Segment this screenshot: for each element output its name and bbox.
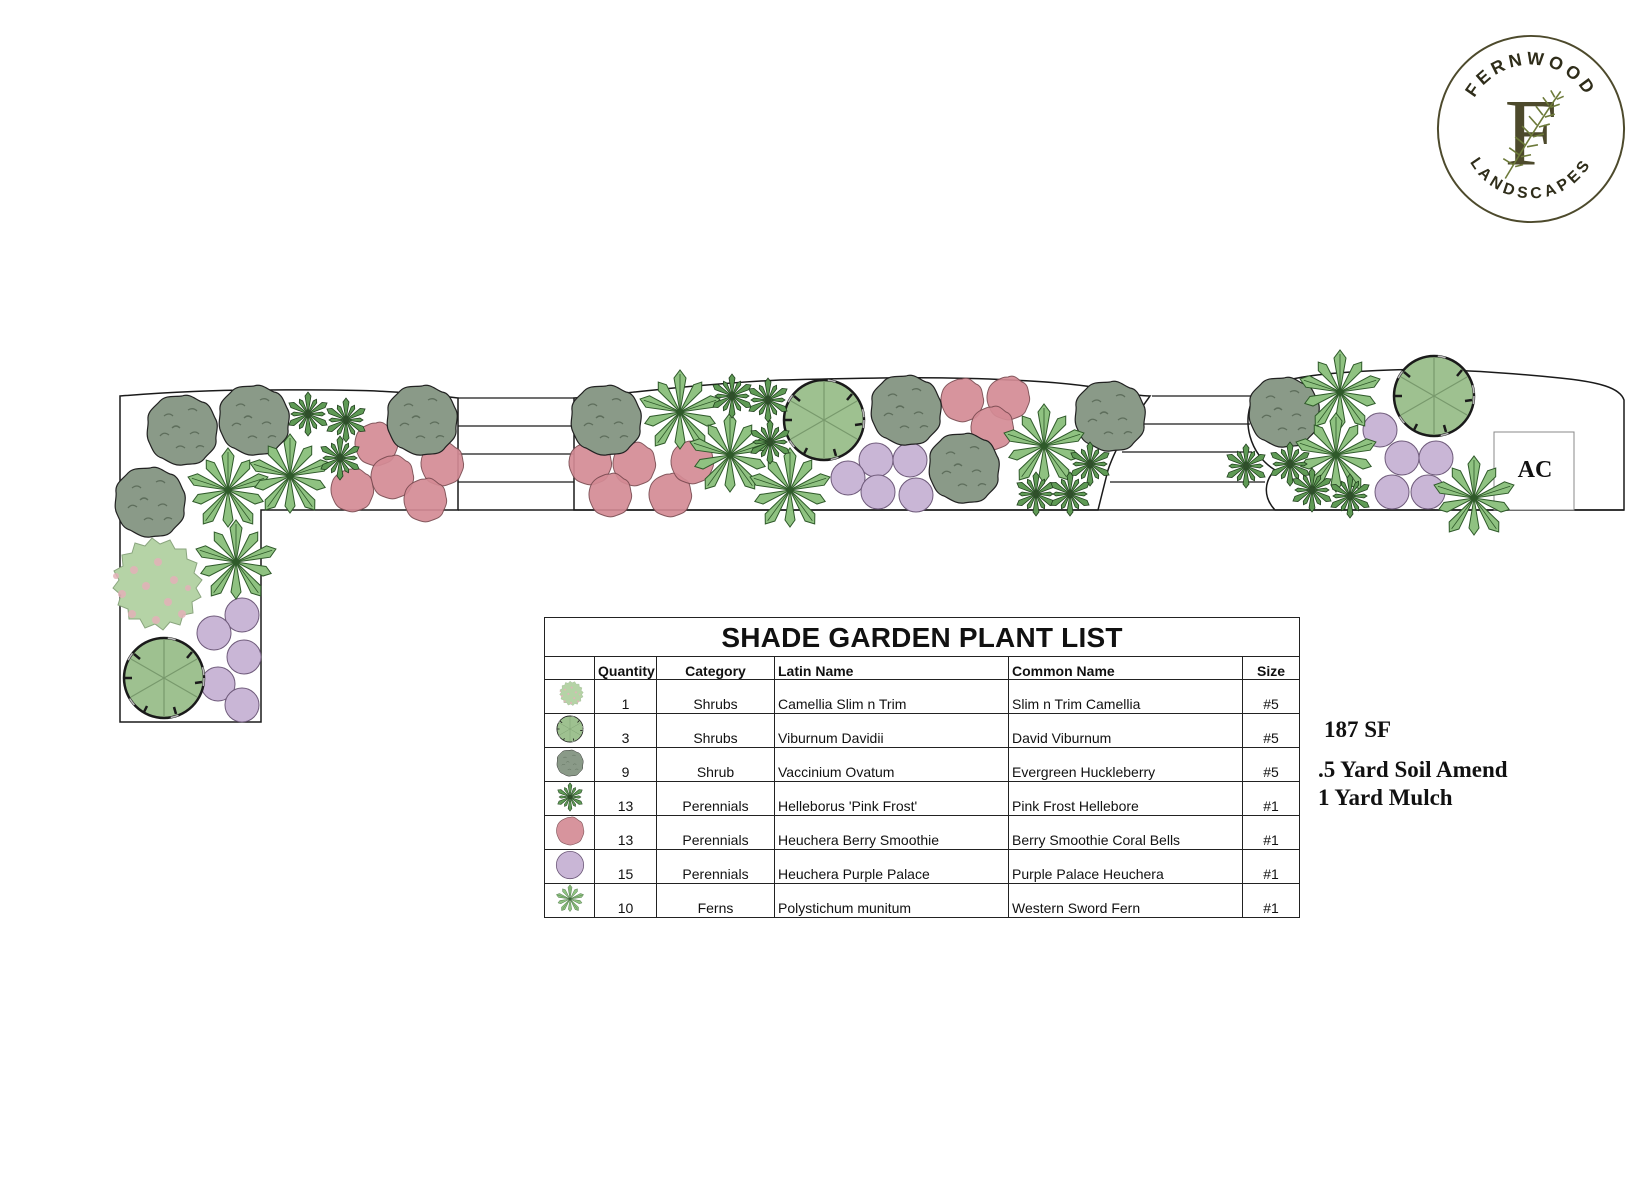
fernwood-logo: FERNWOOD LANDSCAPES F xyxy=(1436,34,1626,224)
row-size: #5 xyxy=(1242,747,1300,782)
steps-left xyxy=(458,397,574,483)
row-quantity: 15 xyxy=(594,849,657,884)
row-latin-name: Heuchera Purple Palace xyxy=(774,849,1009,884)
header-latin-name: Latin Name xyxy=(774,656,1009,680)
row-quantity: 1 xyxy=(594,679,657,714)
steps-right xyxy=(1110,395,1265,483)
sword-fern-icon xyxy=(544,883,595,918)
area-note: 187 SF xyxy=(1324,717,1392,742)
camellia-icon xyxy=(544,679,595,714)
huckleberry-icon xyxy=(544,747,595,782)
row-size: #1 xyxy=(1242,815,1300,850)
ac-pad xyxy=(1493,431,1575,511)
row-category: Perennials xyxy=(656,815,775,850)
plant-group-camellia xyxy=(112,537,203,631)
header-size: Size xyxy=(1242,656,1300,680)
row-size: #1 xyxy=(1242,849,1300,884)
table-row: 9 Shrub Vaccinium Ovatum Evergreen Huckl… xyxy=(544,747,1300,782)
row-common-name: Western Sword Fern xyxy=(1008,883,1243,918)
row-quantity: 10 xyxy=(594,883,657,918)
soil-note: .5 Yard Soil Amend xyxy=(1318,757,1508,782)
row-common-name: Slim n Trim Camellia xyxy=(1008,679,1243,714)
header-common-name: Common Name xyxy=(1008,656,1243,680)
quantity-notes: 187 SF .5 Yard Soil Amend 1 Yard Mulch xyxy=(1318,716,1508,812)
table-row: 3 Shrubs Viburnum Davidii David Viburnum… xyxy=(544,713,1300,748)
table-row: 15 Perennials Heuchera Purple Palace Pur… xyxy=(544,849,1300,884)
row-category: Shrub xyxy=(656,747,775,782)
row-category: Perennials xyxy=(656,781,775,816)
header-category: Category xyxy=(656,656,775,680)
row-latin-name: Camellia Slim n Trim xyxy=(774,679,1009,714)
row-size: #1 xyxy=(1242,883,1300,918)
row-category: Perennials xyxy=(656,849,775,884)
coral-bells-icon xyxy=(544,815,595,850)
row-quantity: 9 xyxy=(594,747,657,782)
row-common-name: Pink Frost Hellebore xyxy=(1008,781,1243,816)
row-latin-name: Helleborus 'Pink Frost' xyxy=(774,781,1009,816)
row-category: Ferns xyxy=(656,883,775,918)
row-category: Shrubs xyxy=(656,713,775,748)
header-symbol xyxy=(544,656,595,680)
header-quantity: Quantity xyxy=(594,656,657,680)
plant-list-title: SHADE GARDEN PLANT LIST xyxy=(544,617,1300,656)
row-size: #5 xyxy=(1242,679,1300,714)
fern-icon xyxy=(1502,89,1564,179)
hellebore-icon xyxy=(544,781,595,816)
table-row: 1 Shrubs Camellia Slim n Trim Slim n Tri… xyxy=(544,679,1300,714)
bed-outline xyxy=(119,389,459,723)
row-latin-name: Heuchera Berry Smoothie xyxy=(774,815,1009,850)
row-category: Shrubs xyxy=(656,679,775,714)
table-header-row: Quantity Category Latin Name Common Name… xyxy=(544,656,1300,680)
table-row: 13 Perennials Helleborus 'Pink Frost' Pi… xyxy=(544,781,1300,816)
row-common-name: Evergreen Huckleberry xyxy=(1008,747,1243,782)
row-quantity: 13 xyxy=(594,781,657,816)
table-row: 13 Perennials Heuchera Berry Smoothie Be… xyxy=(544,815,1300,850)
purple-heuchera-icon xyxy=(544,849,595,884)
row-quantity: 3 xyxy=(594,713,657,748)
row-latin-name: Polystichum munitum xyxy=(774,883,1009,918)
row-common-name: Berry Smoothie Coral Bells xyxy=(1008,815,1243,850)
plant-list-table: SHADE GARDEN PLANT LIST Quantity Categor… xyxy=(544,617,1300,918)
ac-label: AC xyxy=(1517,456,1553,483)
row-size: #5 xyxy=(1242,713,1300,748)
logo-monogram: F xyxy=(1505,80,1558,186)
table-row: 10 Ferns Polystichum munitum Western Swo… xyxy=(544,883,1300,918)
row-latin-name: Vaccinium Ovatum xyxy=(774,747,1009,782)
viburnum-icon xyxy=(544,713,595,748)
mulch-note: 1 Yard Mulch xyxy=(1318,785,1453,810)
row-latin-name: Viburnum Davidii xyxy=(774,713,1009,748)
row-size: #1 xyxy=(1242,781,1300,816)
row-quantity: 13 xyxy=(594,815,657,850)
row-common-name: Purple Palace Heuchera xyxy=(1008,849,1243,884)
row-common-name: David Viburnum xyxy=(1008,713,1243,748)
